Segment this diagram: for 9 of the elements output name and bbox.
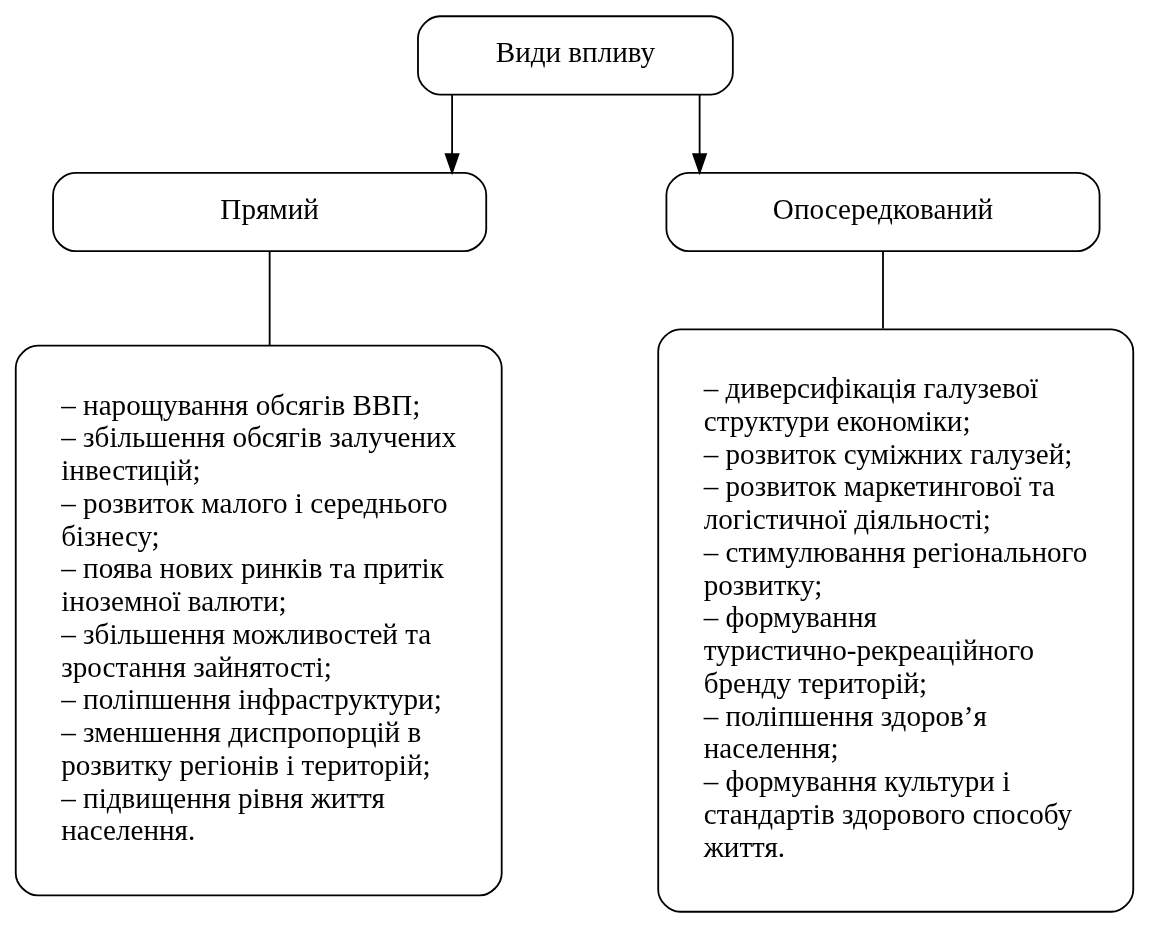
- connector: [882, 249, 884, 329]
- node-box: – нарощування обсягів ВВП; – збільшення обсягів залучених інвестицій; – розвиток малого і середнього бізнесу; – поява нових ринків та притік іноземної валюти; – збільшення можливостей та зростання зайнятості; – поліпшення інфраструктури; – зменшення диспропорцій в розвитку регіонів і територій; – підвищення рівня життя населення.: [14, 344, 503, 896]
- arrow: [444, 93, 460, 175]
- arrow: [691, 93, 708, 175]
- node-box: Опосередкований: [665, 171, 1101, 252]
- node-box: – диверсифікація галузевої структури економіки; – розвиток суміжних галузей; – розвиток маркетингової та логістичної діяльності; – стимулювання регіонального розвитку; – формування туристично-рекреаційного бренду територій; – поліпшення здоров’я населення; – формування культури і стандартів здорового способу життя.: [657, 327, 1135, 913]
- node-box: Прямий: [52, 171, 488, 252]
- node-box: Види впливу: [417, 14, 734, 95]
- connector: [268, 249, 271, 346]
